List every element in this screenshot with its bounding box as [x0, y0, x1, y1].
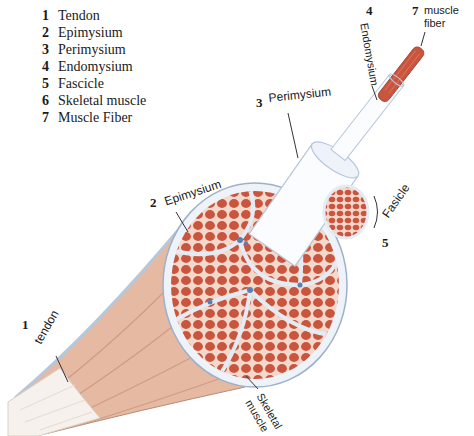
key-text: Endomysium [58, 59, 133, 75]
label-slot: Tendon [58, 8, 100, 24]
label-slot: Endomysium [58, 59, 133, 75]
key-number: 7 [42, 110, 49, 126]
part-label: tendon [32, 308, 62, 347]
fascicle-end [324, 186, 368, 238]
callout-number: 2 [150, 196, 157, 211]
label-slot: Fascicle [58, 76, 104, 92]
label-slot: 2 [42, 25, 49, 41]
key-number: 3 [42, 42, 49, 58]
key-text: Skeletal muscle [58, 93, 146, 109]
label-slot: 3 [42, 42, 49, 58]
label-slot: Skeletal muscle [243, 391, 290, 436]
key-number: 5 [42, 76, 49, 92]
label-slot: 6 [42, 93, 49, 109]
part-label: Skeletal muscle [243, 391, 290, 436]
tendon-shape [8, 368, 100, 436]
key-text: Epimysium [58, 25, 123, 41]
label-slot: 5 [382, 236, 389, 251]
label-slot: Muscle Fiber [58, 110, 132, 126]
label-slot: Perimysium [268, 85, 332, 105]
label-slot: Epimysium [163, 178, 223, 209]
key-number: 1 [42, 8, 49, 24]
tendon-streaks [20, 385, 92, 430]
label-slot: tendon [32, 308, 62, 347]
part-label: Perimysium [268, 85, 332, 105]
part-label: Epimysium [163, 178, 223, 209]
label-slot: Fasicle [380, 182, 413, 221]
callout-number: 3 [256, 96, 263, 111]
epimysium-sheath [15, 222, 185, 398]
part-label: Fasicle [380, 182, 413, 221]
label-slot: 1 [42, 8, 49, 24]
key-text: Muscle Fiber [58, 110, 132, 126]
label-slot: 3 [256, 96, 263, 111]
key-text: Fascicle [58, 76, 104, 92]
key-text: Perimysium [58, 42, 126, 58]
endomysium-tube [331, 43, 428, 160]
label-slot: 5 [42, 76, 49, 92]
label-slot: Skeletal muscle [58, 93, 146, 109]
callout-number: 1 [22, 318, 29, 333]
label-slot: Epimysium [58, 25, 123, 41]
callout-number: 4 [366, 4, 373, 19]
label-slot: 4 [42, 59, 49, 75]
key-text: Tendon [58, 8, 100, 24]
label-slot: 1 [22, 318, 29, 333]
label-slot: Endomysium [358, 22, 381, 87]
label-slot: 7 [412, 4, 419, 19]
callout-number: 7 [412, 4, 419, 19]
key-number: 4 [42, 59, 49, 75]
callout-number: 5 [382, 236, 389, 251]
label-slot: 2 [150, 196, 157, 211]
part-label: muscle fiber [424, 4, 464, 29]
key-number: 6 [42, 93, 49, 109]
label-slot: muscle fiber [424, 4, 464, 29]
key-number: 2 [42, 25, 49, 41]
label-slot: Perimysium [58, 42, 126, 58]
part-label: Endomysium [358, 22, 381, 87]
label-slot: 7 [42, 110, 49, 126]
label-slot: 4 [366, 4, 373, 19]
